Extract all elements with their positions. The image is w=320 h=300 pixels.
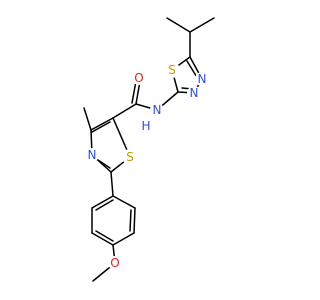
atom-label-oxygen: O xyxy=(134,71,143,85)
bond xyxy=(112,232,135,246)
bond xyxy=(91,232,114,246)
bond xyxy=(131,80,137,104)
bond xyxy=(94,157,111,169)
atom-label-sulfur: S xyxy=(168,63,176,77)
atom-label-nitrogen: N xyxy=(88,148,97,162)
bond xyxy=(95,230,114,242)
atom-label-nitrogen: N xyxy=(198,72,207,86)
bond xyxy=(129,209,132,232)
bond xyxy=(90,117,114,131)
structure-canvas: S N N N H O S N O xyxy=(83,17,215,282)
bond xyxy=(133,207,136,234)
bond xyxy=(91,195,114,209)
bond xyxy=(91,121,111,133)
bond xyxy=(112,103,137,119)
bonds xyxy=(83,17,215,282)
bond xyxy=(166,17,191,33)
molecule-drawing: S N N N H O S N O xyxy=(83,17,215,282)
atom-label-nitrogen: N xyxy=(190,86,199,100)
bond xyxy=(95,199,114,211)
bond xyxy=(112,195,136,209)
bond xyxy=(110,171,114,197)
bond xyxy=(189,17,215,33)
atom-label-oxygen: O xyxy=(110,256,119,270)
atom-label-hydrogen: H xyxy=(141,119,150,133)
bond xyxy=(83,107,92,131)
atom-labels: S N N N H O S N O xyxy=(85,62,209,270)
atom-label-nitrogen: N xyxy=(153,103,162,117)
atom-label-sulfur: S xyxy=(126,150,134,164)
